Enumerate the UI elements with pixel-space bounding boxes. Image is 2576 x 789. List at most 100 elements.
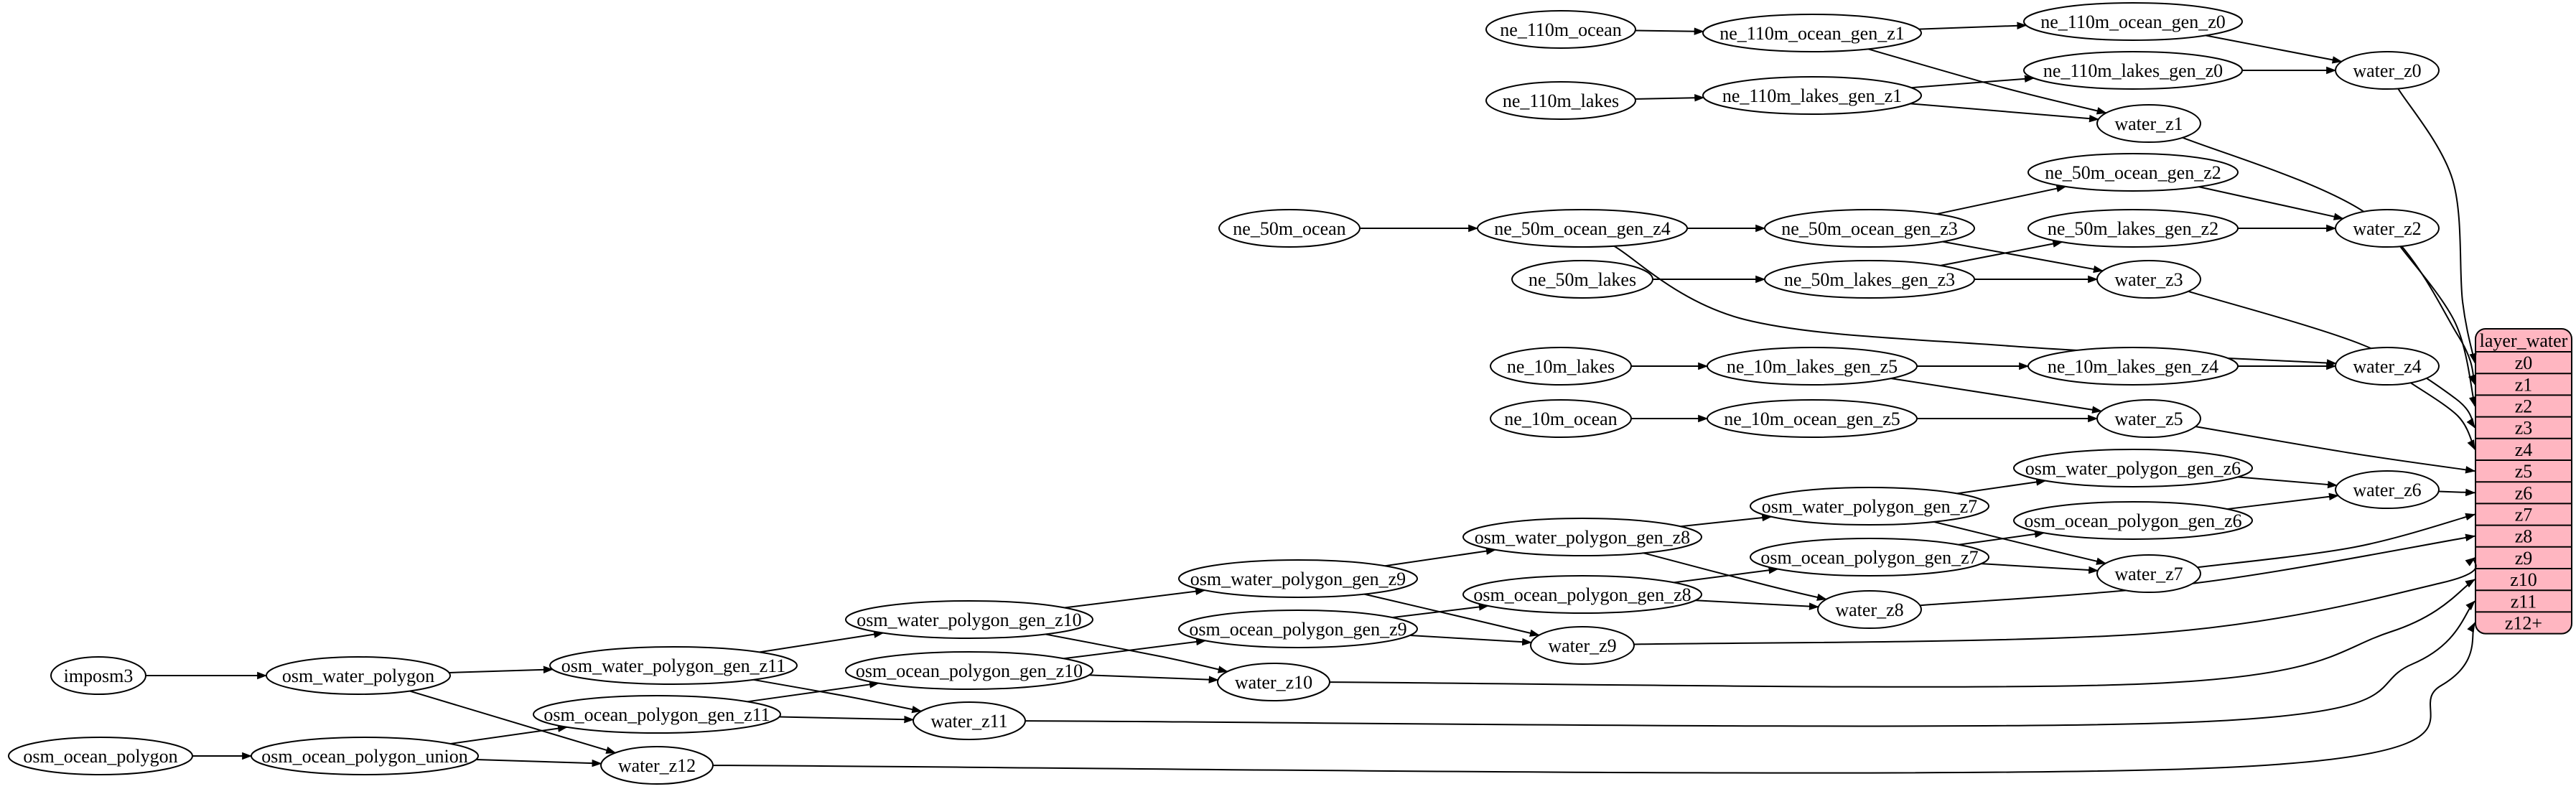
- node-ne_50m_lakes_gen_z2: ne_50m_lakes_gen_z2: [2027, 209, 2239, 248]
- node-water_z1: water_z1: [2096, 104, 2201, 143]
- node-ellipse-water_z1: [2096, 104, 2201, 143]
- node-label-osm_ocean_polygon_gen_z11: osm_ocean_polygon_gen_z11: [543, 704, 770, 725]
- node-ellipse-water_z6: [2335, 470, 2440, 509]
- edge-osm_ocean_polygon_gen_z11-to-water_z11: [779, 715, 915, 724]
- node-label-osm_ocean_polygon_gen_z10: osm_ocean_polygon_gen_z10: [856, 660, 1083, 681]
- node-ne_110m_ocean_gen_z0: ne_110m_ocean_gen_z0: [2023, 2, 2243, 41]
- edge-osm_water_polygon_gen_z7-to-water_z7: [1933, 520, 2106, 565]
- node-ne_10m_ocean: ne_10m_ocean: [1490, 399, 1632, 438]
- edge-osm_ocean_polygon_gen_z9-to-water_z9: [1409, 635, 1533, 646]
- node-label-ne_110m_lakes: ne_110m_lakes: [1503, 90, 1619, 111]
- node-water_z6: water_z6: [2335, 470, 2440, 509]
- node-ne_10m_lakes_gen_z5: ne_10m_lakes_gen_z5: [1707, 347, 1918, 386]
- edge-ne_110m_ocean_gen_z1-to-ne_110m_ocean_gen_z0: [1918, 22, 2027, 30]
- node-ne_110m_lakes: ne_110m_lakes: [1485, 81, 1636, 120]
- node-osm_ocean_polygon_union: osm_ocean_polygon_union: [251, 737, 479, 775]
- node-ne_50m_lakes_gen_z3: ne_50m_lakes_gen_z3: [1764, 260, 1975, 299]
- node-imposm3: imposm3: [50, 656, 146, 695]
- node-ne_50m_ocean_gen_z3: ne_50m_ocean_gen_z3: [1764, 209, 1975, 248]
- node-ellipse-osm_ocean_polygon_gen_z10: [845, 651, 1093, 690]
- node-osm_water_polygon: osm_water_polygon: [266, 656, 451, 695]
- table-row-z8: z8: [2515, 526, 2533, 547]
- node-label-osm_water_polygon_gen_z8: osm_water_polygon_gen_z8: [1475, 527, 1690, 548]
- node-osm_water_polygon_gen_z9: osm_water_polygon_gen_z9: [1178, 559, 1418, 598]
- node-ellipse-water_z0: [2335, 51, 2440, 90]
- node-ellipse-osm_ocean_polygon_gen_z9: [1178, 610, 1418, 648]
- table-title: layer_water: [2480, 330, 2568, 351]
- node-label-osm_ocean_polygon_gen_z9: osm_ocean_polygon_gen_z9: [1189, 619, 1406, 640]
- node-water_z0: water_z0: [2335, 51, 2440, 90]
- node-label-ne_50m_lakes_gen_z3: ne_50m_lakes_gen_z3: [1784, 269, 1955, 290]
- node-label-ne_10m_ocean_gen_z5: ne_10m_ocean_gen_z5: [1724, 408, 1900, 429]
- edge-water_z10-to-layer_water-z10: [1329, 579, 2475, 688]
- edge-osm_ocean_polygon_gen_z11-to-osm_ocean_polygon_gen_z10: [747, 681, 880, 703]
- node-label-ne_50m_ocean_gen_z2: ne_50m_ocean_gen_z2: [2045, 162, 2221, 183]
- node-label-ne_110m_lakes_gen_z1: ne_110m_lakes_gen_z1: [1722, 85, 1902, 106]
- node-label-ne_50m_ocean_gen_z3: ne_50m_ocean_gen_z3: [1781, 218, 1957, 239]
- node-label-water_z3: water_z3: [2114, 269, 2183, 290]
- node-ellipse-water_z7: [2096, 554, 2201, 593]
- node-ne_110m_ocean_gen_z1: ne_110m_ocean_gen_z1: [1702, 14, 1922, 52]
- table-row-z0: z0: [2515, 353, 2533, 373]
- edge-water_z2-to-layer_water-z2: [2399, 246, 2477, 407]
- node-label-water_z11: water_z11: [930, 711, 1007, 732]
- node-ellipse-osm_ocean_polygon_union: [251, 737, 479, 775]
- node-ellipse-ne_10m_ocean: [1490, 399, 1632, 438]
- edge-osm_water_polygon_gen_z10-to-water_z10: [1045, 633, 1228, 673]
- node-ellipse-ne_50m_ocean_gen_z4: [1477, 209, 1688, 248]
- node-label-water_z2: water_z2: [2353, 218, 2421, 239]
- table-row-z7: z7: [2515, 505, 2533, 526]
- node-ellipse-ne_110m_lakes_gen_z0: [2023, 51, 2243, 90]
- node-ellipse-osm_ocean_polygon_gen_z6: [2013, 501, 2253, 540]
- table-row-z1: z1: [2515, 374, 2533, 395]
- node-label-ne_110m_ocean_gen_z0: ne_110m_ocean_gen_z0: [2040, 11, 2226, 32]
- node-label-osm_ocean_polygon: osm_ocean_polygon: [23, 746, 177, 767]
- table-row-z9: z9: [2515, 548, 2533, 569]
- node-label-ne_110m_ocean_gen_z1: ne_110m_ocean_gen_z1: [1719, 23, 1905, 44]
- node-label-water_z0: water_z0: [2353, 60, 2421, 81]
- node-label-ne_10m_lakes_gen_z4: ne_10m_lakes_gen_z4: [2048, 356, 2218, 377]
- node-osm_ocean_polygon_gen_z11: osm_ocean_polygon_gen_z11: [533, 695, 781, 734]
- node-label-ne_110m_lakes_gen_z0: ne_110m_lakes_gen_z0: [2043, 60, 2223, 81]
- node-ne_10m_ocean_gen_z5: ne_10m_ocean_gen_z5: [1707, 399, 1918, 438]
- table-row-z5: z5: [2515, 461, 2533, 482]
- edge-osm_ocean_polygon_union-to-osm_ocean_polygon_gen_z11: [450, 724, 569, 744]
- edge-ne_110m_lakes-to-ne_110m_lakes_gen_z1: [1635, 94, 1705, 102]
- edge-osm_water_polygon_gen_z8-to-water_z8: [1643, 552, 1827, 601]
- node-ne_10m_lakes: ne_10m_lakes: [1490, 347, 1632, 386]
- node-ne_110m_lakes_gen_z0: ne_110m_lakes_gen_z0: [2023, 51, 2243, 90]
- edge-ne_110m_ocean_gen_z1-to-water_z1: [1867, 48, 2107, 115]
- node-water_z2: water_z2: [2335, 209, 2440, 248]
- edge-water_z5-to-layer_water-z5: [2195, 426, 2476, 474]
- node-label-osm_water_polygon_gen_z9: osm_water_polygon_gen_z9: [1190, 569, 1406, 589]
- node-ellipse-ne_110m_ocean: [1485, 10, 1636, 49]
- edge-ne_10m_lakes_gen_z5-to-water_z5: [1890, 378, 2103, 414]
- node-ellipse-ne_50m_lakes_gen_z2: [2027, 209, 2239, 248]
- node-label-water_z7: water_z7: [2114, 564, 2183, 584]
- node-label-ne_10m_lakes_gen_z5: ne_10m_lakes_gen_z5: [1727, 356, 1898, 377]
- node-label-osm_ocean_polygon_gen_z6: osm_ocean_polygon_gen_z6: [2024, 510, 2241, 531]
- node-osm_water_polygon_gen_z11: osm_water_polygon_gen_z11: [549, 646, 798, 685]
- edges-group: [146, 22, 2477, 774]
- edge-ne_50m_ocean_gen_z2-to-water_z2: [2198, 186, 2344, 220]
- edge-osm_water_polygon_gen_z9-to-osm_water_polygon_gen_z8: [1385, 547, 1496, 567]
- node-osm_water_polygon_gen_z6: osm_water_polygon_gen_z6: [2013, 449, 2253, 487]
- node-water_z9: water_z9: [1530, 626, 1635, 665]
- node-ellipse-ne_50m_ocean_gen_z2: [2027, 153, 2239, 192]
- node-water_z10: water_z10: [1217, 663, 1330, 701]
- node-ellipse-ne_110m_lakes_gen_z1: [1702, 76, 1922, 115]
- node-osm_ocean_polygon_gen_z7: osm_ocean_polygon_gen_z7: [1750, 538, 1989, 576]
- node-ellipse-osm_ocean_polygon_gen_z7: [1750, 538, 1989, 576]
- table-row-z12+: z12+: [2505, 613, 2542, 634]
- node-ne_110m_ocean: ne_110m_ocean: [1485, 10, 1636, 49]
- node-ellipse-osm_water_polygon_gen_z10: [845, 600, 1093, 639]
- node-ne_50m_ocean_gen_z2: ne_50m_ocean_gen_z2: [2027, 153, 2239, 192]
- node-ne_10m_lakes_gen_z4: ne_10m_lakes_gen_z4: [2027, 347, 2239, 386]
- node-label-osm_water_polygon: osm_water_polygon: [282, 666, 434, 686]
- node-label-ne_50m_ocean_gen_z4: ne_50m_ocean_gen_z4: [1494, 218, 1670, 239]
- node-ellipse-water_z8: [1817, 590, 1922, 629]
- edge-osm_ocean_polygon_gen_z7-to-water_z7: [1981, 563, 2099, 574]
- edge-osm_water_polygon_gen_z11-to-water_z11: [753, 678, 923, 714]
